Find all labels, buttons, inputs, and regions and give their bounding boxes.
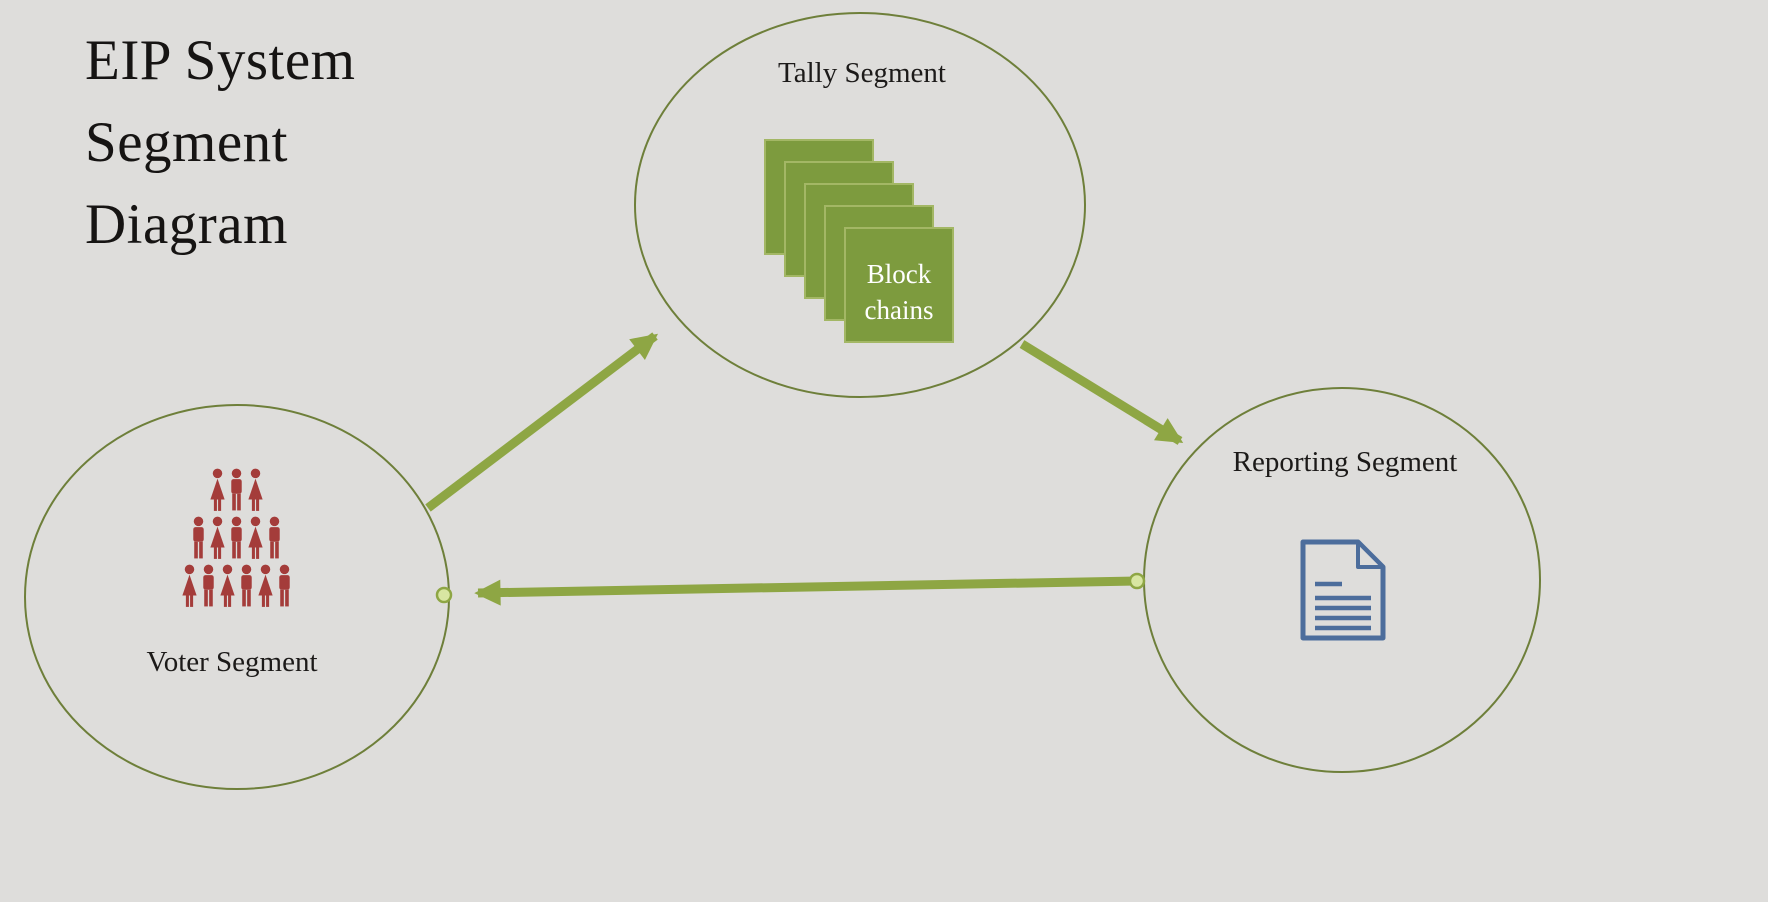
report-document-icon (1300, 539, 1386, 641)
voters-crowd-icon (182, 468, 290, 607)
block-square (844, 227, 954, 343)
person-icon (220, 564, 235, 607)
person-icon (248, 516, 263, 559)
person-icon (182, 564, 197, 607)
blockchain-stack-icon (764, 139, 954, 343)
person-icon (248, 468, 263, 511)
tally-segment-circle (634, 12, 1086, 398)
person-icon (279, 564, 290, 607)
title-line: EIP System (85, 29, 356, 92)
title-line: Diagram (85, 193, 288, 257)
person-icon (210, 516, 225, 559)
arrow-reporting-to-voter (474, 576, 1138, 606)
voter-segment-circle (24, 404, 450, 790)
person-icon (269, 516, 280, 559)
arrow-voter-to-tally (425, 332, 658, 512)
person-icon (231, 516, 242, 559)
person-icon (210, 468, 225, 511)
person-icon (258, 564, 273, 607)
person-icon (241, 564, 252, 607)
person-icon (231, 468, 242, 511)
arrow-tally-to-reporting (1019, 340, 1184, 445)
blockchains-label: Block chains (864, 258, 934, 325)
voter-segment-label: Voter Segment (146, 646, 318, 678)
diagram-title: EIP System Segment Diagram (85, 20, 356, 266)
connector-dot-reporting (1128, 572, 1146, 590)
tally-segment-label: Tally Segment (778, 57, 946, 89)
person-icon (193, 516, 204, 559)
person-icon (203, 564, 214, 607)
connector-dot-voter (435, 586, 453, 604)
title-line: Segment (85, 111, 288, 175)
reporting-segment-label: Reporting Segment (1232, 446, 1458, 478)
